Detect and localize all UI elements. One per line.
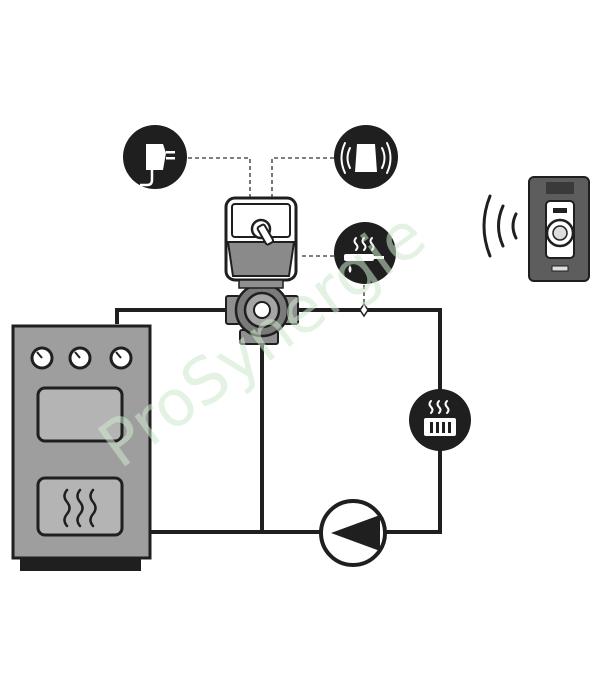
wireless-receiver-icon xyxy=(334,125,398,189)
gauge-icon xyxy=(30,346,54,370)
heat-waves-icon xyxy=(63,488,97,528)
radiator-icon xyxy=(409,389,471,451)
boiler-door-lower xyxy=(36,476,124,537)
adapter-link-line xyxy=(188,157,251,198)
receiver-link-line xyxy=(271,157,334,198)
signal-lines xyxy=(188,157,365,304)
wireless-signal-icon xyxy=(482,194,518,258)
supply-pipe-left xyxy=(115,308,230,324)
sensor-probe-marker xyxy=(359,302,369,318)
boiler-door-upper xyxy=(36,386,124,443)
circulation-pump-icon xyxy=(319,499,387,567)
valve-actuator-icon xyxy=(224,196,298,289)
three-way-mixing-valve-icon xyxy=(225,282,299,345)
temperature-sensor-icon xyxy=(334,222,396,284)
wireless-room-thermostat-icon xyxy=(528,176,590,282)
gauge-icon xyxy=(68,346,92,370)
boiler-base xyxy=(20,557,141,571)
power-adapter-icon xyxy=(123,125,187,189)
boiler xyxy=(11,324,152,571)
gauge-icon xyxy=(109,346,133,370)
